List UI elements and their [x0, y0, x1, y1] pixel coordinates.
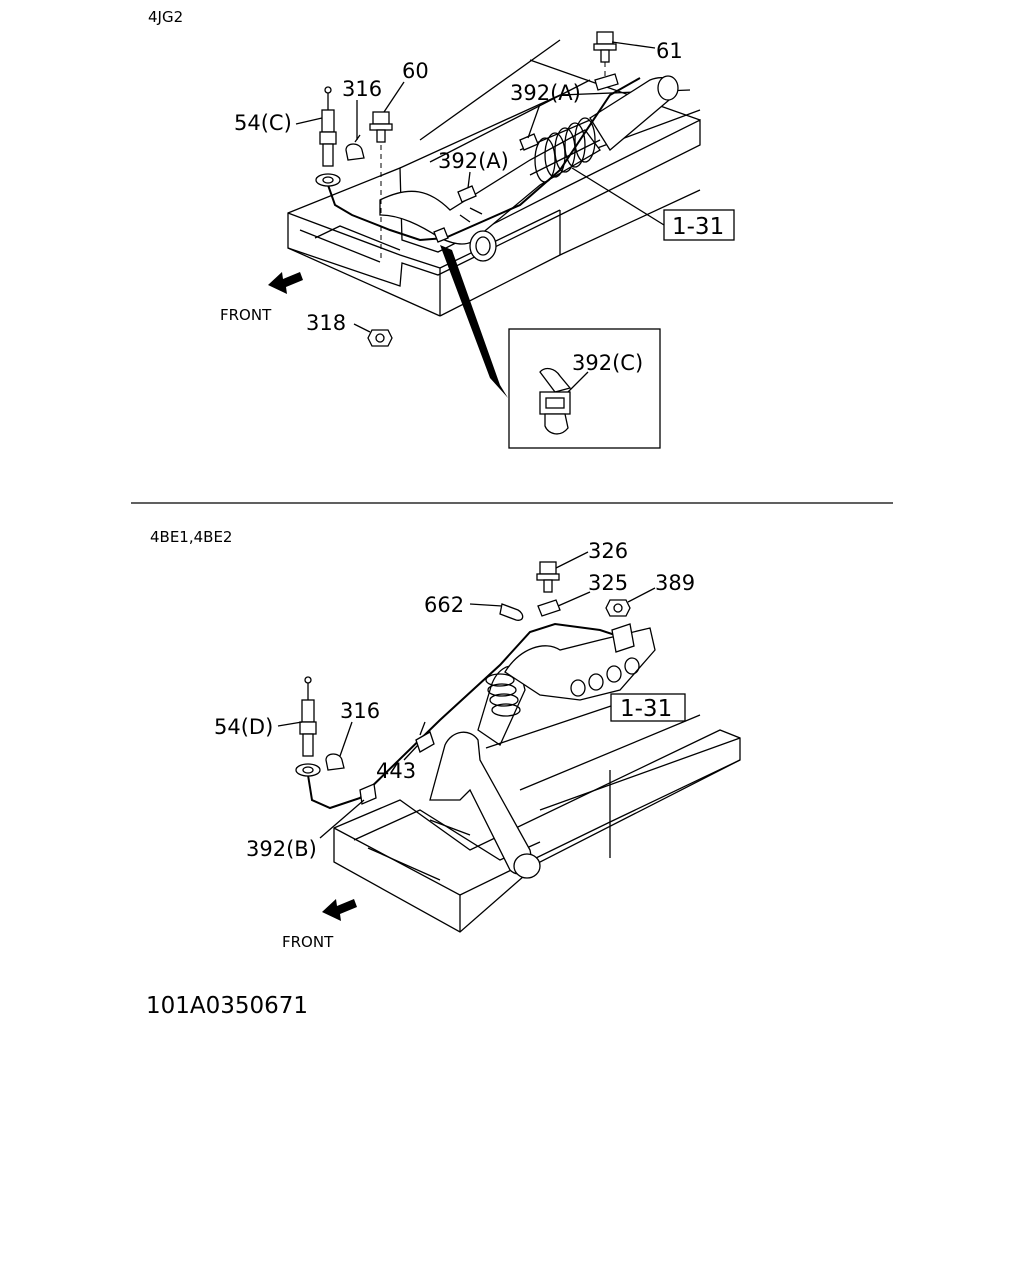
nut-318-illustration	[367, 329, 393, 347]
callout-54d: 54(D)	[214, 715, 273, 739]
callout-326: 326	[588, 539, 628, 563]
front-arrow-2	[322, 899, 357, 921]
drawing-number: 101A0350671	[146, 993, 308, 1019]
bracket-illustration-2	[611, 623, 635, 653]
callout-316-2: 316	[340, 699, 380, 723]
cable-54d-illustration	[295, 622, 631, 810]
clip-316-illustration-2	[325, 753, 345, 771]
callout-60: 60	[402, 59, 429, 83]
section-4jg2: 4JG2	[148, 8, 735, 449]
clip-392b-illustration	[359, 783, 377, 805]
callout-325: 325	[588, 571, 628, 595]
inset-box-392c: 392(C)	[508, 328, 661, 449]
bolt-61-illustration	[593, 31, 619, 91]
clip-443-illustration	[415, 721, 435, 753]
callout-443: 443	[376, 759, 416, 783]
plate-325-illustration	[537, 599, 561, 617]
frame-rails-illustration-2	[333, 714, 741, 933]
bolt-60-illustration	[369, 111, 393, 262]
callout-392a-upper: 392(A)	[510, 81, 581, 105]
front-arrow-1	[268, 272, 303, 294]
section-4be1-4be2: 4BE1,4BE2	[150, 528, 741, 951]
nut-389-illustration	[605, 599, 631, 617]
front-label-1: FRONT	[220, 306, 272, 324]
callout-392c: 392(C)	[572, 351, 643, 375]
callout-392a-lower: 392(A)	[438, 149, 509, 173]
front-label-2: FRONT	[282, 933, 334, 951]
inset-pointer	[440, 245, 508, 398]
callout-389: 389	[655, 571, 695, 595]
cable-54c-illustration	[315, 77, 641, 242]
engine-label-4be: 4BE1,4BE2	[150, 528, 232, 546]
callout-318: 318	[306, 311, 346, 335]
clip-662-illustration	[499, 603, 524, 621]
callout-662: 662	[424, 593, 464, 617]
ref-box-2-text: 1-31	[620, 696, 672, 722]
callout-54c: 54(C)	[234, 111, 292, 135]
bolt-326-illustration	[536, 561, 560, 593]
callout-316: 316	[342, 77, 382, 101]
ref-box-1-text: 1-31	[672, 214, 724, 240]
engine-label-4jg2: 4JG2	[148, 8, 183, 26]
intake-pipe-illustration	[379, 75, 679, 262]
callout-61: 61	[656, 39, 683, 63]
clip-316-illustration	[345, 134, 365, 161]
callout-392b: 392(B)	[246, 837, 317, 861]
ref-box-2	[610, 693, 686, 722]
